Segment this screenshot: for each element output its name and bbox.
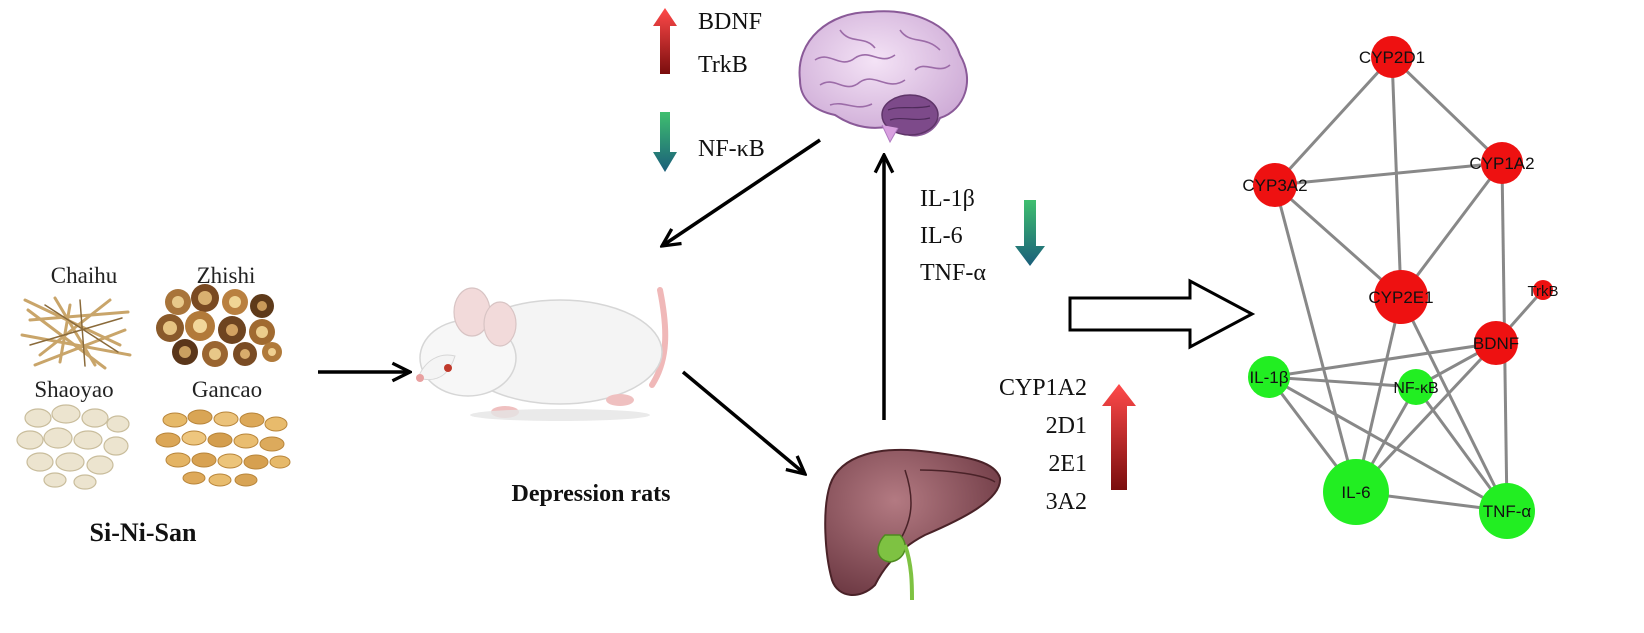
network-node-label: IL-1β — [1249, 368, 1288, 387]
hollow-right-arrow-icon — [1068, 278, 1256, 350]
brain-up-marker: BDNF — [698, 9, 762, 35]
network-node-label: BDNF — [1473, 334, 1519, 353]
brain-down-marker: NF-κB — [698, 136, 765, 162]
network-edge — [1354, 296, 1403, 493]
network-node-label: CYP2D1 — [1359, 48, 1425, 67]
up-arrow-icon — [653, 8, 677, 74]
zhishi-image — [156, 284, 282, 367]
brain-image — [798, 10, 969, 144]
shaoyao-image — [16, 404, 130, 490]
liver-marker: 3A2 — [1046, 489, 1087, 515]
network-edge — [1390, 55, 1504, 165]
cytokine-label: IL-1β — [920, 186, 975, 212]
network-node — [1398, 369, 1434, 405]
network-node — [1481, 142, 1523, 184]
chaihu-image — [20, 296, 132, 370]
network-node-label: IL-6 — [1341, 483, 1370, 502]
formula-label: Si-Ni-San — [90, 518, 197, 547]
network-edge — [1390, 56, 1403, 298]
herb-label-gancao: Gancao — [192, 377, 262, 402]
network-node — [1479, 483, 1535, 539]
network-edge — [1273, 55, 1394, 187]
brain-markers: BDNF TrkB NF-κB — [653, 8, 765, 172]
network-node — [1474, 321, 1518, 365]
liver-image — [824, 448, 1002, 601]
rat-image — [416, 287, 669, 421]
down-arrow-icon — [1015, 200, 1045, 266]
network-edge — [1273, 184, 1358, 493]
network-edge — [1268, 375, 1417, 389]
liver-marker: CYP1A2 — [999, 375, 1087, 401]
network-node — [1371, 36, 1413, 78]
brain-up-marker: TrkB — [698, 52, 748, 78]
rat-label: Depression rats — [512, 481, 671, 507]
network-node — [1533, 280, 1553, 300]
cytokine-label: TNF-α — [920, 260, 986, 286]
network-node — [1248, 356, 1290, 398]
arrow-brain-to-rat — [662, 138, 821, 246]
network-node-label: TNF-α — [1483, 502, 1532, 521]
network-edge — [1399, 296, 1509, 512]
network-node — [1323, 459, 1389, 525]
gancao-image — [155, 409, 291, 487]
herb-label-chaihu: Chaihu — [51, 263, 118, 288]
network-edge — [1268, 341, 1497, 379]
network-node — [1374, 270, 1428, 324]
herb-label-shaoyao: Shaoyao — [34, 377, 113, 402]
herbs-group: Chaihu Zhishi — [16, 263, 291, 547]
network-node — [1253, 163, 1297, 207]
network-node-label: CYP2E1 — [1368, 288, 1433, 307]
liver-marker: 2E1 — [1048, 451, 1087, 477]
down-arrow-icon — [653, 112, 677, 172]
network-edge — [1399, 162, 1504, 298]
network-node-label: CYP3A2 — [1242, 176, 1307, 195]
herb-label-zhishi: Zhishi — [197, 263, 256, 288]
network-edge — [1268, 375, 1508, 513]
network-node-label: TrkB — [1527, 283, 1558, 300]
liver-marker: 2D1 — [1046, 413, 1087, 439]
cytokine-markers: IL-1β IL-6 TNF-α — [920, 186, 1045, 286]
arrow-rat-to-liver — [681, 370, 805, 474]
up-arrow-icon — [1102, 384, 1136, 490]
network-edge — [1354, 341, 1498, 494]
network-node-label: CYP1A2 — [1469, 154, 1534, 173]
network-edge — [1274, 183, 1402, 299]
network-node-label: NF-κB — [1393, 380, 1438, 397]
network-edge — [1274, 161, 1503, 187]
cytokine-label: IL-6 — [920, 223, 963, 249]
liver-markers: CYP1A2 2D1 2E1 3A2 — [999, 375, 1136, 515]
